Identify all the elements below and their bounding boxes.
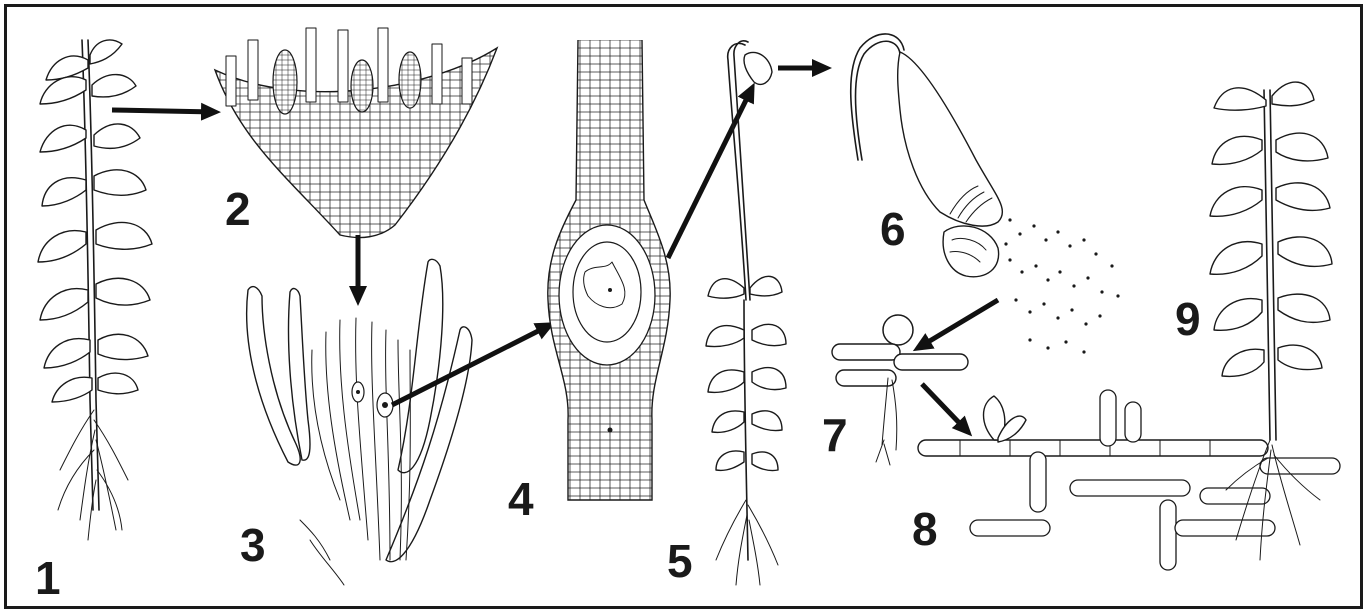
moss-gametophyte-mature bbox=[1210, 82, 1332, 560]
stage-label-8: 8 bbox=[912, 506, 938, 552]
stage-label-1: 1 bbox=[35, 555, 61, 601]
arrow-4-to-5 bbox=[668, 88, 752, 258]
stage-label-7: 7 bbox=[822, 412, 848, 458]
stage-label-9: 9 bbox=[1175, 296, 1201, 342]
stage-label-6: 6 bbox=[880, 206, 906, 252]
stage-label-2: 2 bbox=[225, 186, 251, 232]
moss-gametophyte-male bbox=[38, 40, 152, 540]
archegonium-with-zygote bbox=[548, 40, 670, 500]
arrow-7-to-8 bbox=[922, 384, 968, 432]
archegonial-head bbox=[247, 259, 472, 585]
sporophyte-on-gametophyte bbox=[706, 41, 786, 585]
stage-label-4: 4 bbox=[508, 476, 534, 522]
arrow-1-to-2 bbox=[112, 110, 215, 112]
stage-label-5: 5 bbox=[667, 538, 693, 584]
antheridial-head bbox=[215, 28, 497, 238]
protonema bbox=[918, 390, 1340, 570]
arrow-6-to-7 bbox=[918, 300, 998, 348]
stage-label-3: 3 bbox=[240, 522, 266, 568]
